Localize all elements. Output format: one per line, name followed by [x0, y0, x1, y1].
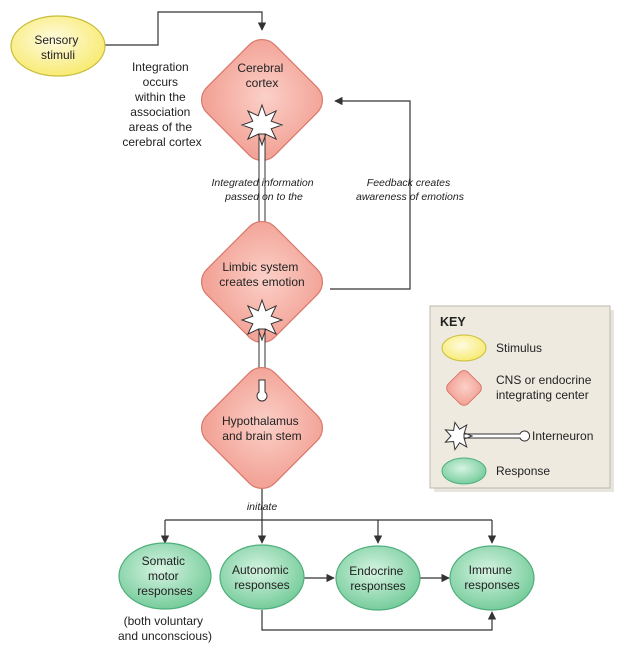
integrated-information-annotation: Integrated information passed on to the — [211, 177, 316, 203]
interneuron-terminal-icon — [256, 379, 268, 402]
initiate-annotation: initiate — [247, 501, 278, 513]
endocrine-response-label: Endocrine responses — [349, 564, 406, 593]
hypothalamus-label: Hypothalamus and brain stem — [222, 414, 302, 443]
feedback-annotation: Feedback creates awareness of emotions — [356, 177, 465, 203]
endocrine-response-node — [335, 545, 421, 611]
immune-response-node — [449, 545, 535, 611]
immune-response-label: Immune responses — [464, 563, 519, 592]
key-stimulus-label: Stimulus — [496, 341, 542, 355]
integration-note: Integration occurs within the associatio… — [122, 60, 201, 149]
autonomic-response-node — [219, 544, 305, 610]
feedback-arrow — [330, 96, 411, 290]
sensory-stimuli-node — [10, 15, 106, 77]
stimulus-to-cortex-arrow — [103, 11, 267, 46]
key-interneuron-label: Interneuron — [532, 429, 593, 443]
key-response-swatch — [441, 457, 487, 485]
cerebral-cortex-center — [200, 38, 324, 162]
key-center-label: CNS or endocrine integrating center — [496, 373, 595, 402]
somatic-response-label: Somatic motor responses — [137, 554, 192, 598]
hypothalamus-center — [200, 366, 324, 490]
limbic-system-center — [200, 220, 324, 344]
key-stimulus-swatch — [441, 334, 487, 362]
autonomic-to-immune-arrow — [261, 610, 497, 631]
limbic-system-label: Limbic system creates emotion — [219, 260, 304, 289]
key-title: KEY — [440, 315, 466, 329]
key-response-label: Response — [496, 464, 550, 478]
somatic-response-note: (both voluntary and unconscious) — [118, 614, 212, 643]
sensory-stimuli-label: Sensory stimuli — [34, 33, 81, 62]
cerebral-cortex-label: Cerebral cortex — [237, 61, 286, 90]
key-center-swatch — [446, 370, 482, 406]
autonomic-response-label: Autonomic responses — [232, 563, 292, 592]
somatic-response-node — [118, 542, 212, 610]
key-interneuron-icon — [444, 421, 530, 451]
